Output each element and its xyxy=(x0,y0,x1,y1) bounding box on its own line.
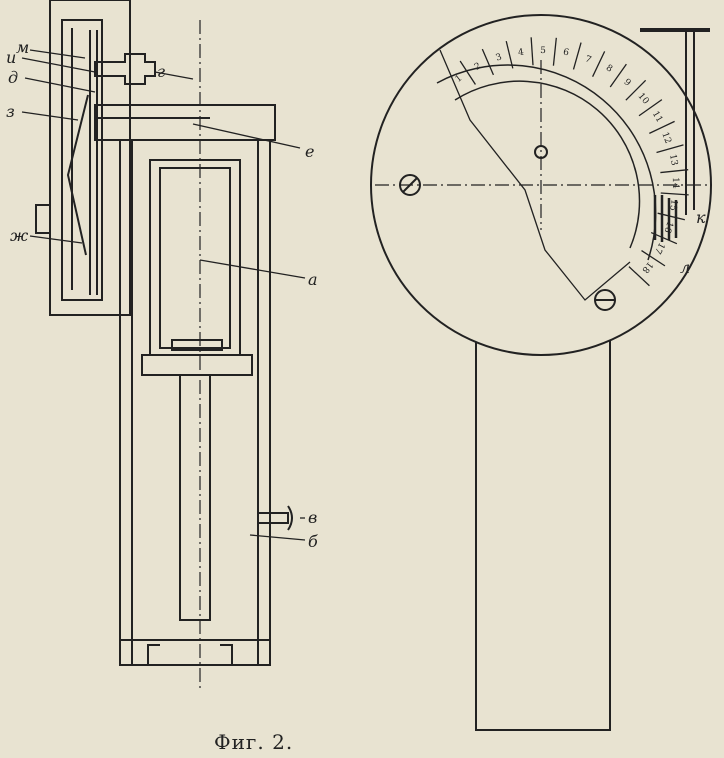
scale-tick xyxy=(656,144,684,154)
pin-g xyxy=(94,53,156,85)
label-v: в xyxy=(308,508,318,527)
label-e: е xyxy=(305,142,315,161)
scale-tick xyxy=(505,40,514,69)
scale-number: 14 xyxy=(669,176,681,189)
t-handle xyxy=(640,28,710,242)
scale-tick xyxy=(649,120,675,134)
label-b: б xyxy=(308,532,318,551)
label-zh: ж xyxy=(10,226,29,245)
label-i: и xyxy=(6,48,17,67)
scale-tick xyxy=(572,42,582,70)
scale-tick xyxy=(609,63,627,88)
top-bar xyxy=(94,104,276,141)
scale-tick xyxy=(628,266,650,287)
main-body xyxy=(119,139,271,666)
figure-caption: Фиг. 2. xyxy=(214,730,294,754)
label-z: з xyxy=(6,102,15,121)
dial-disc xyxy=(370,14,712,731)
label-a: а xyxy=(308,270,318,289)
label-d: д xyxy=(8,68,19,87)
scale-tick xyxy=(592,51,606,77)
label-k: к xyxy=(696,208,706,227)
scale-tick xyxy=(641,250,666,267)
scale-tick xyxy=(459,60,476,85)
scale-tick xyxy=(660,169,689,174)
label-m: м xyxy=(16,38,30,57)
scale-number: 5 xyxy=(540,45,547,57)
scale-tick xyxy=(660,192,689,196)
scale-number: 13 xyxy=(666,153,679,167)
scale-tick xyxy=(638,99,663,117)
scale-tick xyxy=(625,79,647,101)
label-l: л xyxy=(680,258,691,277)
screw-v xyxy=(257,505,293,531)
label-g: г xyxy=(157,62,166,81)
scale-tick xyxy=(481,48,495,76)
scale-tick xyxy=(552,37,557,66)
side-plate xyxy=(35,0,131,316)
scale-tick xyxy=(530,37,534,66)
scale-number: 4 xyxy=(517,47,525,58)
